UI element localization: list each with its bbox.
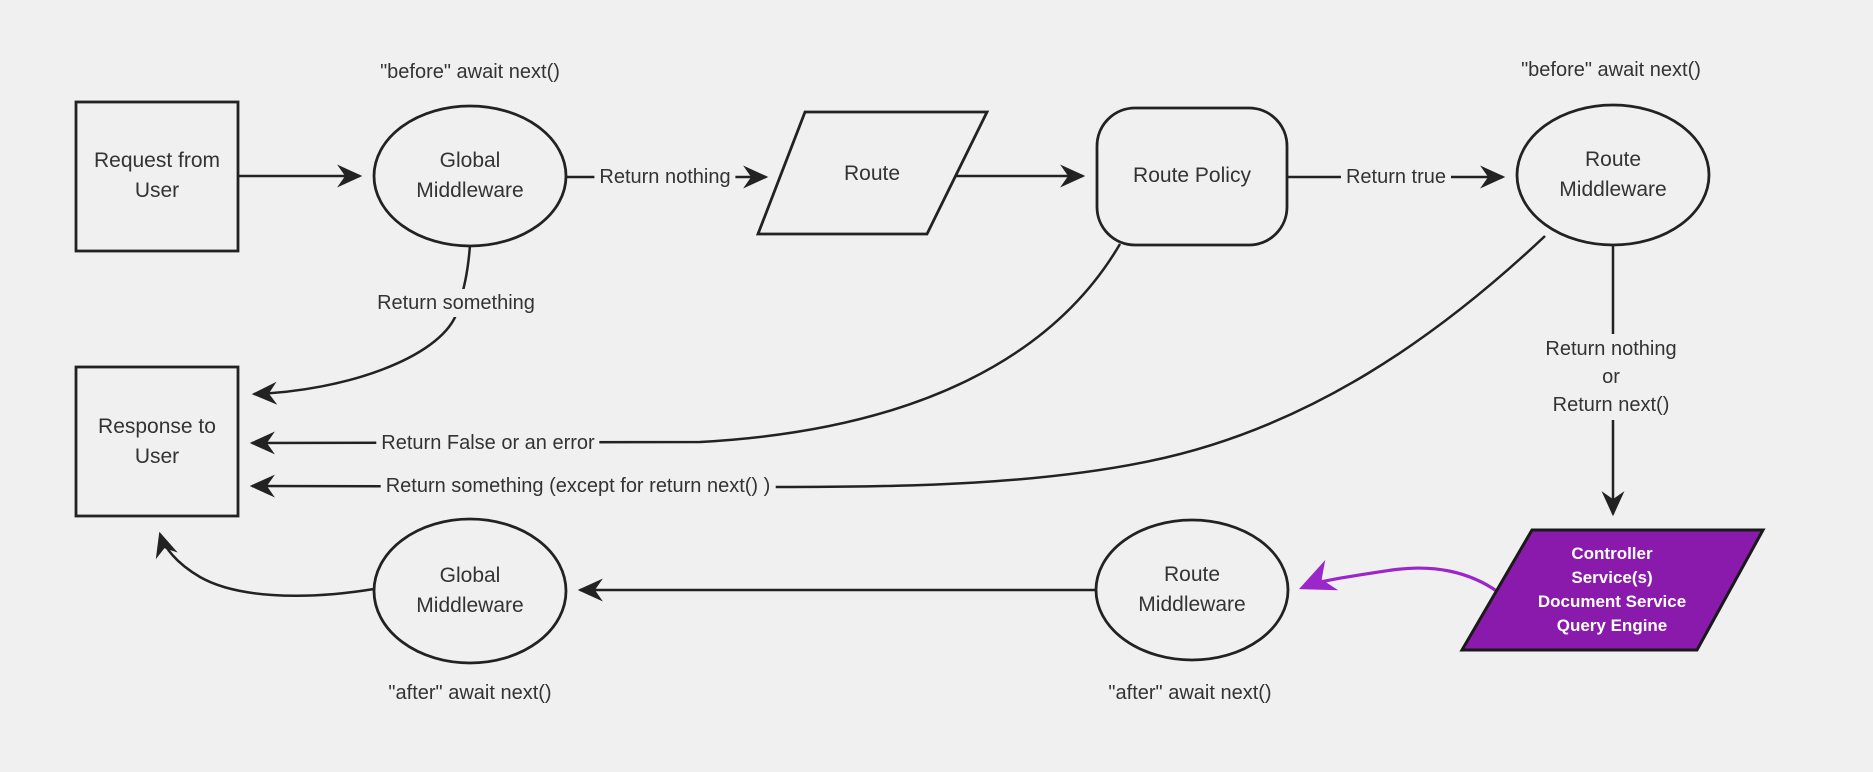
node-response-to-user xyxy=(74,365,240,518)
label-request-from-user: Request from User xyxy=(93,149,221,202)
node-global-middleware-bottom xyxy=(372,517,568,665)
node-route-middleware-top xyxy=(1515,103,1711,247)
controller-line-4: Query Engine xyxy=(1556,616,1668,635)
label-return-nothing-or-next: Return nothing or Return next() xyxy=(1516,334,1706,420)
label-response-to-user: Response to User xyxy=(98,415,216,468)
label-return-true: Return true xyxy=(1340,163,1452,191)
controller-line-1: Controller xyxy=(1571,544,1653,563)
node-request-from-user xyxy=(74,100,240,253)
label-before-await-left: "before" await next() xyxy=(375,58,565,86)
return-nothing-or-line3: Return next() xyxy=(1552,394,1670,416)
label-after-await-right: "after" await next() xyxy=(1103,679,1277,707)
return-nothing-or-line1: Return nothing xyxy=(1545,338,1677,360)
label-return-nothing-top: Return nothing xyxy=(594,163,736,191)
controller-line-2: Service(s) xyxy=(1571,568,1653,587)
label-route-policy: Route Policy xyxy=(1133,164,1251,187)
label-route: Route xyxy=(843,162,901,185)
edge-global-return-something xyxy=(251,244,472,405)
edge-policy-return-false xyxy=(249,243,1122,455)
node-route-policy xyxy=(1095,106,1289,247)
label-after-await-left: "after" await next() xyxy=(383,679,557,707)
node-route-middleware-bottom xyxy=(1094,518,1290,662)
label-return-something-except: Return something (except for return next… xyxy=(380,472,776,500)
label-route-middleware-top: Route Middleware xyxy=(1559,148,1667,201)
label-return-false-or-error: Return False or an error xyxy=(376,429,600,457)
label-route-middleware-bottom: Route Middleware xyxy=(1138,563,1246,616)
node-controller-services xyxy=(1459,528,1766,652)
label-global-middleware-top: Global Middleware xyxy=(416,149,524,202)
label-before-await-right: "before" await next() xyxy=(1516,56,1706,84)
label-controller-services: Controller Service(s) Document Service Q… xyxy=(1538,542,1686,638)
edge-controller-to-routemw-bottom xyxy=(1298,560,1499,594)
label-global-middleware-bottom: Global Middleware xyxy=(416,564,524,617)
node-route xyxy=(755,110,990,236)
node-global-middleware-top xyxy=(372,104,568,248)
edge-routemw-return-something-except xyxy=(249,235,1546,498)
label-return-something: Return something xyxy=(372,289,540,317)
return-nothing-or-line2: or xyxy=(1602,366,1620,388)
controller-line-3: Document Service xyxy=(1537,592,1687,611)
edge-global-bottom-to-response xyxy=(155,531,375,597)
